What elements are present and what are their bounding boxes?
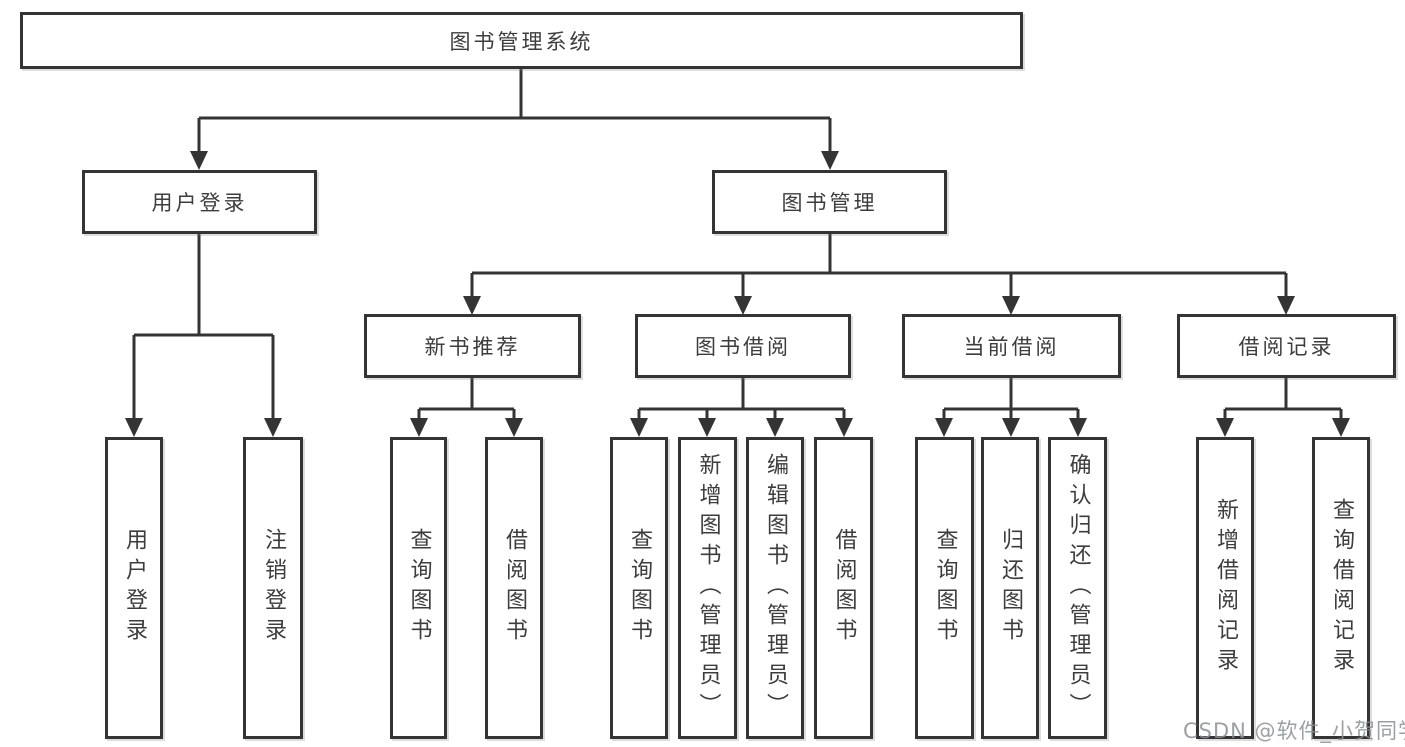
leaf-nb-borrow-books: 借阅图书 <box>485 437 543 739</box>
leaf-cb-confirm-return: 确认归还（管理员） <box>1048 437 1107 739</box>
node-root: 图书管理系统 <box>20 12 1023 69</box>
node-book-management: 图书管理 <box>712 170 947 234</box>
node-user-login: 用户登录 <box>82 170 317 234</box>
leaf-cb-return-books: 归还图书 <box>981 437 1039 739</box>
csdn-watermark: CSDN @软件_小贺同学 <box>1183 719 1405 743</box>
node-new-book-recommend: 新书推荐 <box>364 314 581 378</box>
leaf-logout: 注销登录 <box>243 437 303 739</box>
leaf-user-login: 用户登录 <box>105 437 163 739</box>
leaf-bb-add-books: 新增图书（管理员） <box>678 437 737 739</box>
node-current-borrow: 当前借阅 <box>902 314 1121 378</box>
leaf-bb-edit-books: 编辑图书（管理员） <box>746 437 804 739</box>
leaf-br-add-record: 新增借阅记录 <box>1196 437 1254 739</box>
leaf-br-query-record: 查询借阅记录 <box>1312 437 1370 739</box>
leaf-cb-query-books: 查询图书 <box>915 437 974 739</box>
node-borrow-records: 借阅记录 <box>1177 314 1396 378</box>
leaf-bb-query-books: 查询图书 <box>610 437 668 739</box>
leaf-nb-query-books: 查询图书 <box>390 437 447 739</box>
leaf-bb-borrow-books: 借阅图书 <box>814 437 873 739</box>
node-book-borrow: 图书借阅 <box>635 314 851 378</box>
